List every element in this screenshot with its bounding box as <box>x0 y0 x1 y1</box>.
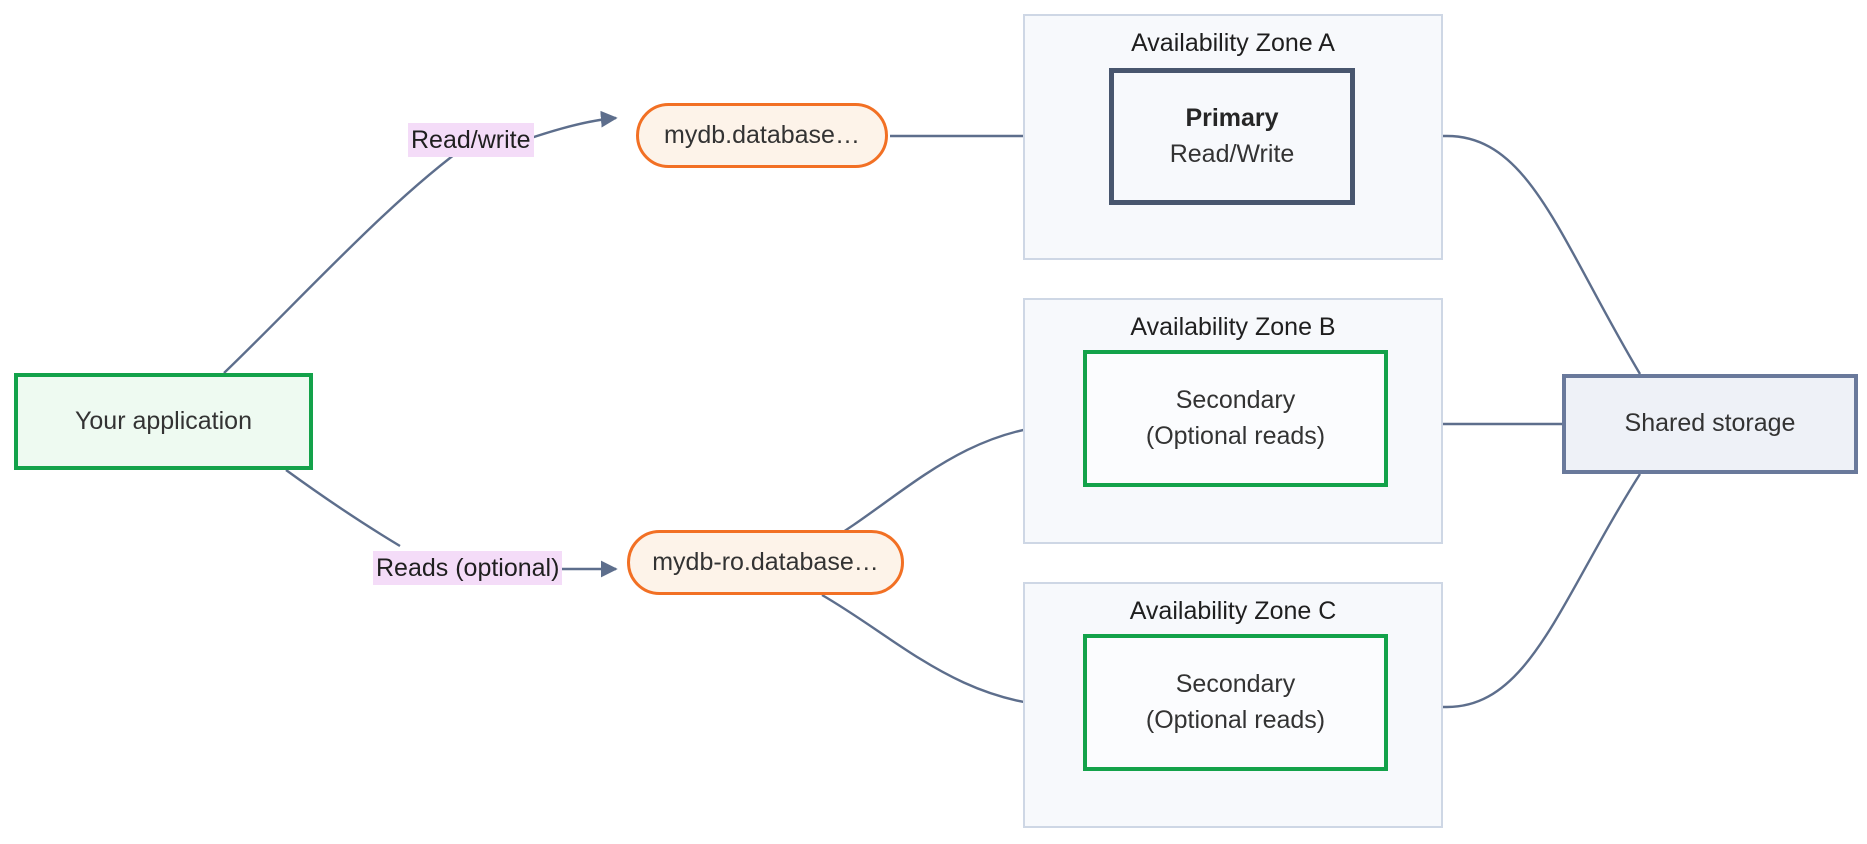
your-application-label: Your application <box>75 406 252 435</box>
shared-storage-label: Shared storage <box>1624 409 1796 438</box>
secondary-c-title: Secondary <box>1175 670 1296 698</box>
node-primary[interactable]: Primary Read/Write <box>1109 68 1355 205</box>
availability-zone-a-title: Availability Zone A <box>1131 29 1335 57</box>
secondary-b-title: Secondary <box>1175 386 1296 414</box>
primary-title: Primary <box>1185 104 1279 132</box>
node-endpoint-read-write[interactable]: mydb.database… <box>636 103 888 168</box>
node-your-application[interactable]: Your application <box>14 373 313 470</box>
secondary-c-subtitle: (Optional reads) <box>1145 705 1326 734</box>
endpoint-read-write-label: mydb.database… <box>664 120 860 149</box>
edge-label-read-write: Read/write <box>408 123 534 157</box>
availability-zone-c-title: Availability Zone C <box>1129 597 1337 625</box>
node-endpoint-read-only[interactable]: mydb-ro.database… <box>627 530 904 595</box>
edge-app-to-rw-endpoint <box>223 142 471 374</box>
edge-rw-label-to-endpoint <box>524 110 618 142</box>
edge-app-to-ro-endpoint <box>285 469 401 548</box>
endpoint-read-only-label: mydb-ro.database… <box>652 547 879 576</box>
availability-zone-b-title: Availability Zone B <box>1130 313 1336 341</box>
node-secondary-zone-c[interactable]: Secondary (Optional reads) <box>1083 634 1388 771</box>
primary-subtitle: Read/Write <box>1169 139 1295 168</box>
node-secondary-zone-b[interactable]: Secondary (Optional reads) <box>1083 350 1388 487</box>
secondary-b-subtitle: (Optional reads) <box>1145 421 1326 450</box>
edge-label-reads-optional: Reads (optional) <box>373 551 563 585</box>
node-shared-storage[interactable]: Shared storage <box>1562 374 1858 474</box>
